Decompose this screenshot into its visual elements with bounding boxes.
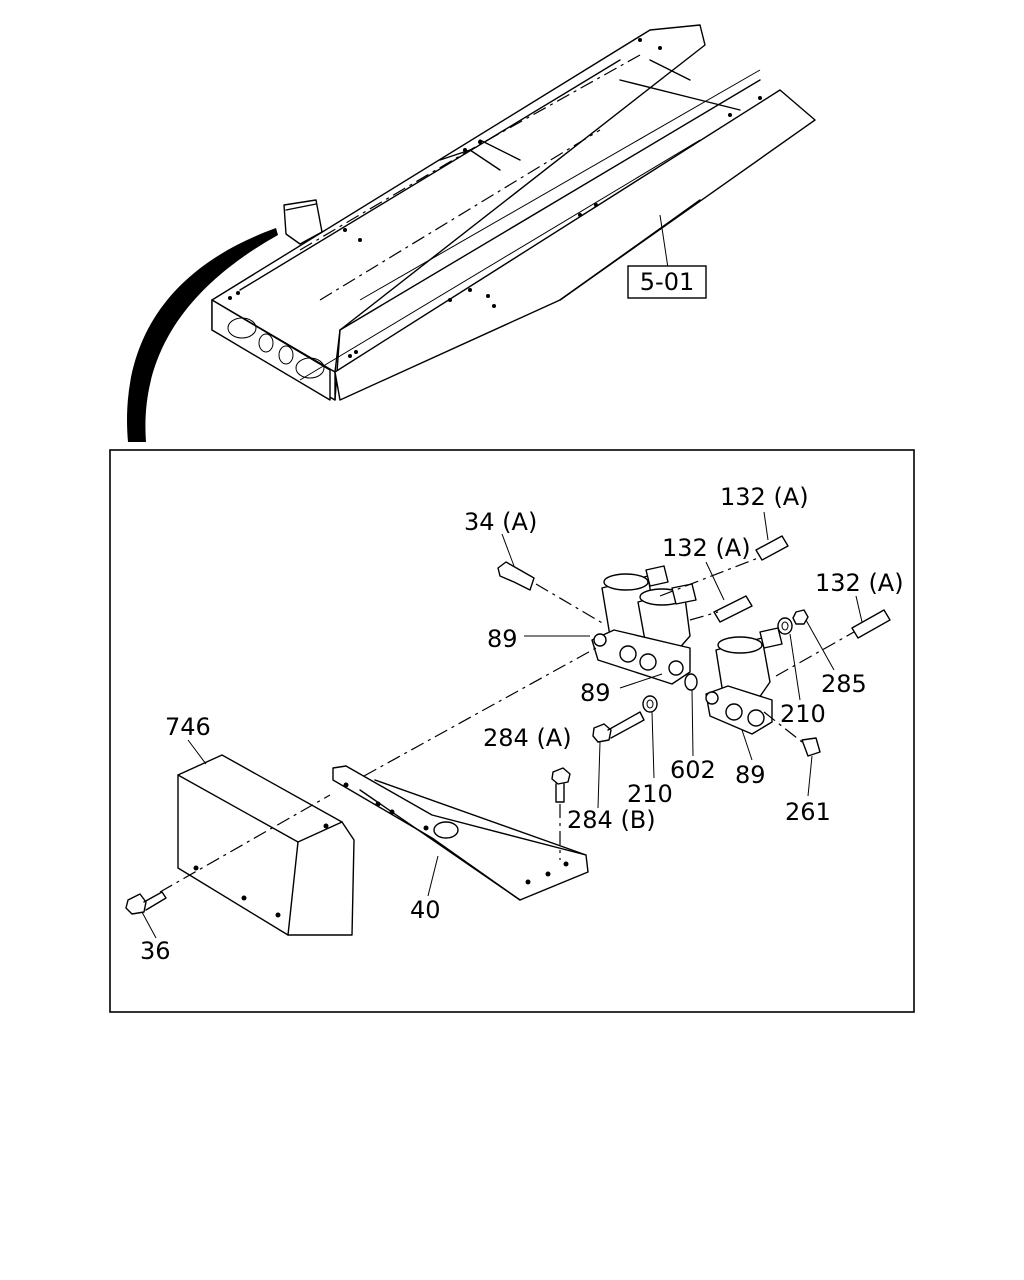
chassis-frame — [211, 24, 816, 401]
callout-132a-2[interactable]: 132 (A) — [662, 534, 751, 562]
callout-labels: 34 (A) 132 (A) 132 (A) 132 (A) 89 89 89 … — [140, 483, 904, 965]
part-washer-210-b — [777, 617, 793, 635]
detail-leader — [127, 228, 278, 442]
part-fitting-132a-1 — [755, 535, 789, 561]
part-nut-285 — [792, 609, 809, 625]
part-washer-210-a — [642, 695, 658, 713]
callout-284a[interactable]: 284 (A) — [483, 724, 572, 752]
callout-210-2[interactable]: 210 — [627, 780, 673, 808]
part-fitting-132a-2 — [713, 595, 753, 623]
part-bracket — [332, 765, 589, 901]
callout-285[interactable]: 285 — [821, 670, 867, 698]
callout-746[interactable]: 746 — [165, 713, 211, 741]
callout-261[interactable]: 261 — [785, 798, 831, 826]
callout-89-2[interactable]: 89 — [580, 679, 611, 707]
callout-602[interactable]: 602 — [670, 756, 716, 784]
part-valve-single — [705, 627, 783, 735]
callout-36[interactable]: 36 — [140, 937, 171, 965]
alignment-lines — [159, 557, 855, 893]
valve-location-marker — [283, 199, 323, 245]
callout-284b[interactable]: 284 (B) — [567, 806, 656, 834]
frame-holes — [228, 38, 762, 358]
reference-tag[interactable]: 5-01 — [627, 214, 707, 299]
callout-34a[interactable]: 34 (A) — [464, 508, 537, 536]
part-bolt-284b — [592, 711, 645, 743]
callout-89-1[interactable]: 89 — [487, 625, 518, 653]
callout-210-1[interactable]: 210 — [780, 700, 826, 728]
reference-label: 5-01 — [640, 268, 694, 296]
callout-89-3[interactable]: 89 — [735, 761, 766, 789]
callout-132a-1[interactable]: 132 (A) — [720, 483, 809, 511]
part-oring-602 — [684, 673, 698, 691]
callout-132a-3[interactable]: 132 (A) — [815, 569, 904, 597]
part-fitting-261 — [801, 737, 821, 757]
part-bolt-36 — [125, 891, 167, 915]
leader-lines — [141, 511, 863, 939]
part-bolt-284a — [551, 767, 571, 803]
part-fitting-132a-3 — [851, 609, 891, 639]
callout-40[interactable]: 40 — [410, 896, 441, 924]
detail-frame — [109, 449, 915, 1013]
part-cover — [177, 754, 355, 936]
part-valve-pair — [591, 565, 697, 685]
part-fitting-34a — [497, 561, 535, 591]
